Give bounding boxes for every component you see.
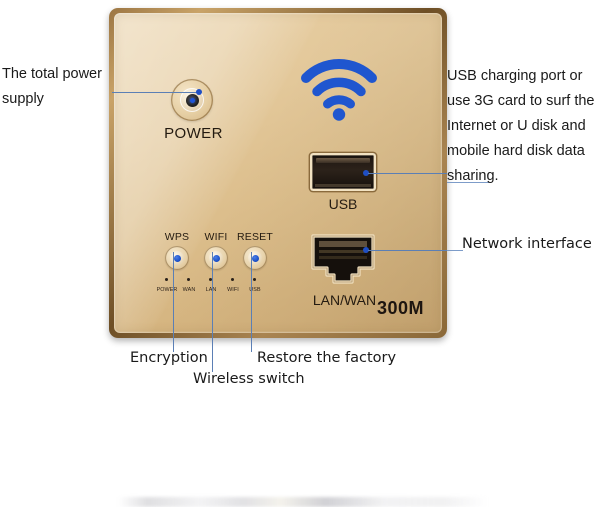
led-dot-wan	[187, 278, 191, 282]
led-label-power: POWER	[156, 287, 178, 293]
bottom-image-artifact	[118, 497, 488, 507]
annotation-wireless-switch: Wireless switch	[193, 371, 305, 387]
leader-dot-lan	[363, 247, 369, 253]
leader-line-lan	[368, 250, 462, 252]
annotation-power-supply: The total power supply	[2, 66, 102, 107]
leader-dot-power	[196, 89, 202, 95]
wifi-logo-icon	[301, 55, 377, 121]
wps-button-label: WPS	[164, 231, 190, 243]
led-dot-lan	[209, 278, 213, 282]
wifi-button-label: WIFI	[204, 231, 228, 243]
leader-line-wireless-switch	[212, 252, 214, 372]
wps-button[interactable]	[165, 246, 189, 270]
speed-rating-label: 300M	[376, 298, 424, 318]
annotation-encryption: Encryption	[130, 350, 208, 366]
leader-line-restore-factory	[251, 252, 253, 352]
leader-line-usb	[368, 173, 447, 175]
power-button-label: POWER	[164, 125, 223, 142]
power-button-led	[190, 98, 195, 103]
underline-network-text	[447, 250, 463, 252]
annotation-usb-port: USB charging port or use 3G card to surf…	[447, 68, 595, 184]
annotation-restore-factory: Restore the factory	[257, 350, 397, 366]
underline-usb-text	[447, 182, 489, 184]
annotation-network-interface: Network interface	[462, 236, 592, 252]
reset-button-label: RESET	[236, 231, 273, 243]
led-label-wan: WAN	[182, 287, 196, 293]
lan-wan-label: LAN/WAN	[312, 292, 377, 308]
led-dot-usb	[253, 278, 257, 282]
leader-line-encryption	[173, 252, 175, 352]
led-dot-wifi	[231, 278, 235, 282]
led-label-lan: LAN	[205, 287, 217, 293]
wifi-button[interactable]	[204, 246, 228, 270]
led-label-usb: USB	[249, 287, 261, 293]
led-dot-power	[165, 278, 169, 282]
power-button[interactable]	[171, 79, 213, 121]
reset-button[interactable]	[243, 246, 267, 270]
leader-dot-usb	[363, 170, 369, 176]
usb-port-label: USB	[328, 196, 358, 212]
led-label-wifi: WIFI	[227, 287, 239, 293]
leader-line-power	[112, 92, 200, 94]
lan-wan-port[interactable]	[310, 233, 376, 289]
